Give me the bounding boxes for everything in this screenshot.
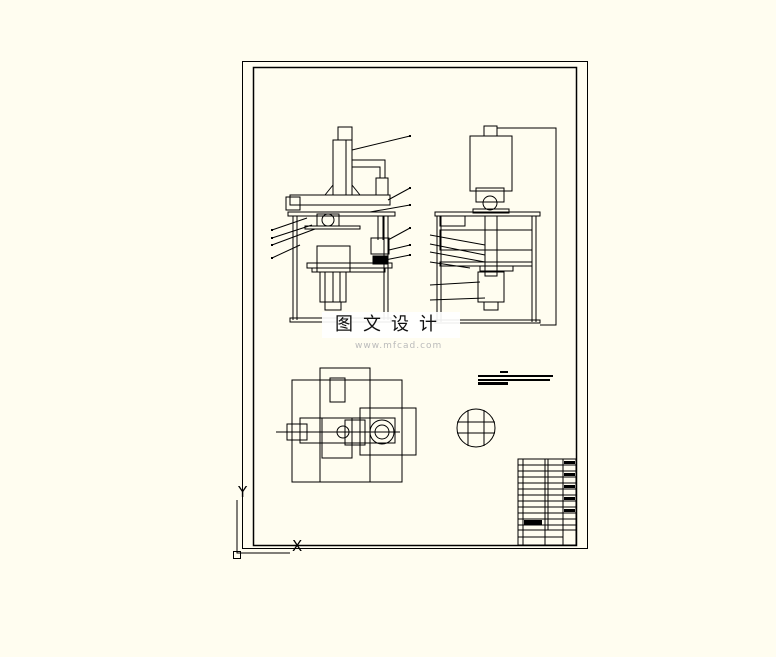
ucs-icon [233,500,290,559]
ucs-x-label: X [292,537,303,555]
title-block [517,458,577,546]
drawing-frame [242,61,588,549]
watermark-url: www.mfcad.com [355,341,443,351]
technical-notes [478,371,553,385]
ucs-y-label: Y [238,483,248,501]
front-view [271,126,411,323]
watermark-logo: 图文设计 [322,312,460,338]
detail-circle [456,408,496,448]
plan-view [276,367,417,483]
side-view [429,125,557,326]
